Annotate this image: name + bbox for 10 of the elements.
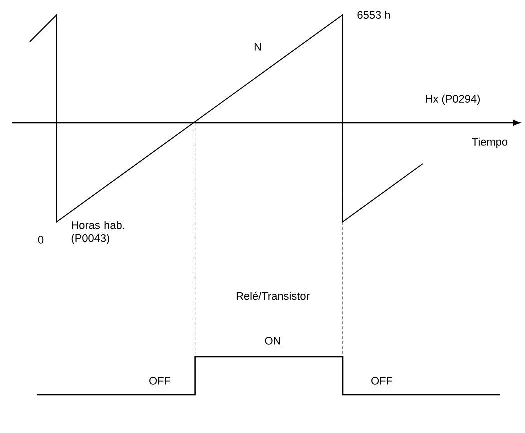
value-label: 6553 h	[358, 10, 390, 20]
axis-label: Hx (P0294)	[426, 94, 480, 106]
ramp-label: N	[254, 43, 262, 51]
state-label: OFF	[150, 377, 171, 385]
state-label: OFF	[372, 377, 393, 385]
signal-label: Relé/Transistor	[235, 290, 311, 302]
value-label: 0	[38, 236, 44, 244]
axis-label: Tiempo	[472, 138, 508, 148]
ramp-label: Horas hab. (P0043)	[72, 221, 124, 244]
state-label: ON	[265, 337, 280, 345]
